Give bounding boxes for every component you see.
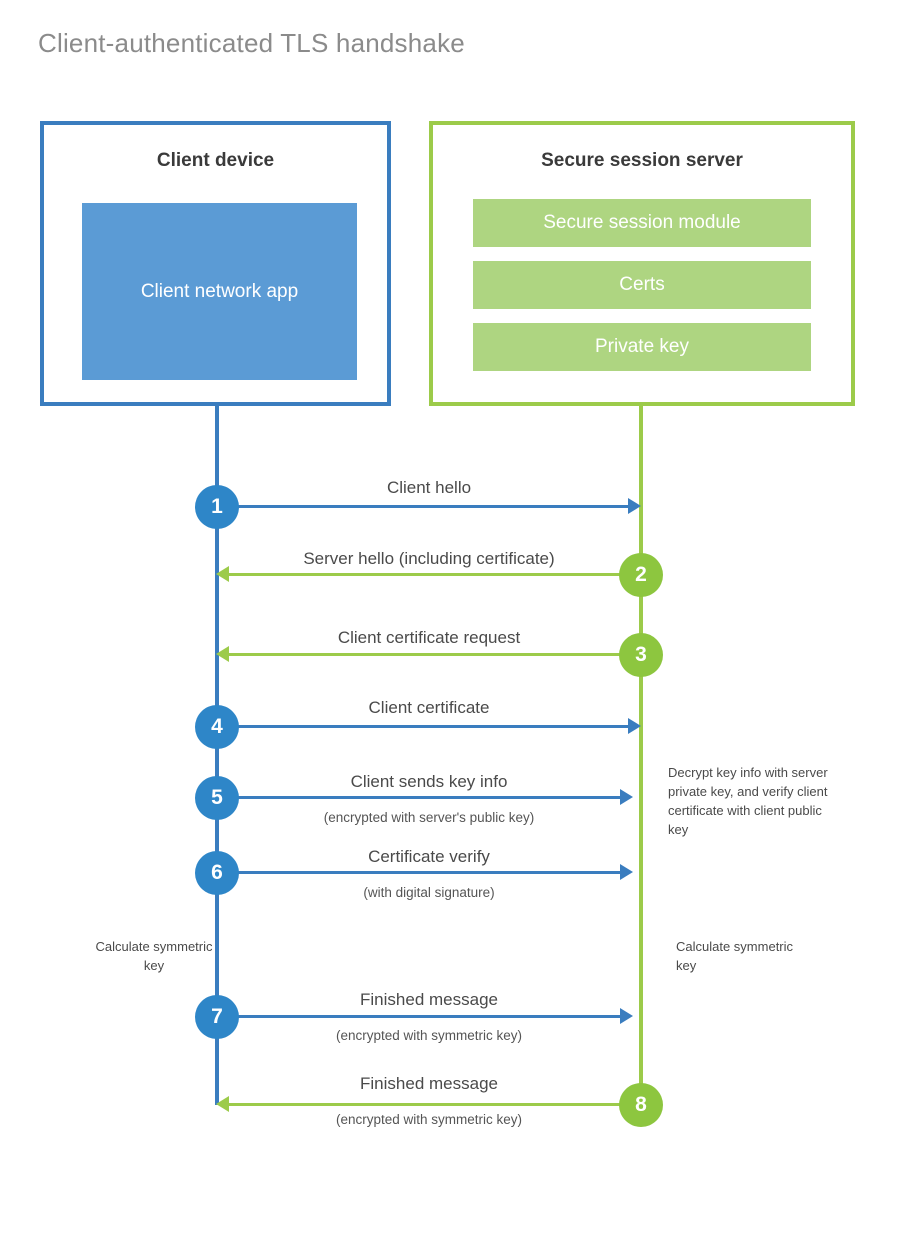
step-number-6: 6 <box>211 861 223 884</box>
server-lifeline <box>639 405 643 1105</box>
step-number-2: 2 <box>635 563 647 586</box>
message-line-8 <box>228 1103 629 1106</box>
step-circle-7[interactable]: 7 <box>195 995 239 1039</box>
message-sublabel-7: (encrypted with symmetric key) <box>335 1028 523 1043</box>
message-sublabel-5: (encrypted with server's public key) <box>323 810 535 825</box>
step-number-8: 8 <box>635 1093 647 1116</box>
arrow-head-6-right-icon <box>620 864 633 880</box>
message-line-5 <box>217 796 621 799</box>
server-component-secure-session-module: Secure session module <box>473 199 811 247</box>
step-circle-3[interactable]: 3 <box>619 633 663 677</box>
message-label-1: Client hello <box>386 478 472 497</box>
server-component-private-key: Private key <box>473 323 811 371</box>
step-circle-6[interactable]: 6 <box>195 851 239 895</box>
step-circle-8[interactable]: 8 <box>619 1083 663 1127</box>
step-number-1: 1 <box>211 495 223 518</box>
step-circle-2[interactable]: 2 <box>619 553 663 597</box>
secure-session-server-title: Secure session server <box>541 150 743 171</box>
arrow-head-8-left-icon <box>216 1096 229 1112</box>
server-calculate-symmetric-key-note: Calculate symmetric key <box>676 939 794 973</box>
message-sublabel-6: (with digital signature) <box>363 885 495 900</box>
message-sublabel-8: (encrypted with symmetric key) <box>335 1112 523 1127</box>
server-component-list: Secure session module Certs Private key <box>473 199 811 371</box>
arrow-head-3-left-icon <box>216 646 229 662</box>
page-title: Client-authenticated TLS handshake <box>38 28 465 58</box>
message-label-4: Client certificate <box>368 698 490 717</box>
message-line-3 <box>228 653 629 656</box>
step-number-7: 7 <box>211 1005 223 1028</box>
server-decrypt-annotation: Decrypt key info with server private key… <box>668 765 828 837</box>
step-circle-5[interactable]: 5 <box>195 776 239 820</box>
step-number-4: 4 <box>211 715 223 738</box>
message-label-6: Certificate verify <box>368 847 490 866</box>
client-calculate-symmetric-key-note: Calculate symmetric key <box>95 939 213 973</box>
client-network-app-block: Client network app <box>82 203 357 380</box>
arrow-head-7-right-icon <box>620 1008 633 1024</box>
message-line-2 <box>228 573 629 576</box>
message-line-1 <box>217 505 629 508</box>
step-circle-1[interactable]: 1 <box>195 485 239 529</box>
client-device-box: Client device Client network app <box>40 121 391 406</box>
message-line-6 <box>217 871 621 874</box>
arrow-head-1-right-icon <box>628 498 641 514</box>
message-line-7 <box>217 1015 621 1018</box>
client-device-title: Client device <box>156 150 275 171</box>
client-lifeline <box>215 405 219 1105</box>
message-label-5: Client sends key info <box>350 772 508 791</box>
message-label-2: Server hello (including certificate) <box>303 549 555 568</box>
server-component-certs: Certs <box>473 261 811 309</box>
step-circle-4[interactable]: 4 <box>195 705 239 749</box>
step-number-3: 3 <box>635 643 647 666</box>
secure-session-server-box: Secure session server Secure session mod… <box>429 121 855 406</box>
arrow-head-5-right-icon <box>620 789 633 805</box>
arrow-head-2-left-icon <box>216 566 229 582</box>
message-label-7: Finished message <box>360 990 498 1009</box>
arrow-head-4-right-icon <box>628 718 641 734</box>
message-label-3: Client certificate request <box>337 628 521 647</box>
message-label-8: Finished message <box>360 1074 498 1093</box>
step-number-5: 5 <box>211 786 223 809</box>
message-line-4 <box>217 725 629 728</box>
